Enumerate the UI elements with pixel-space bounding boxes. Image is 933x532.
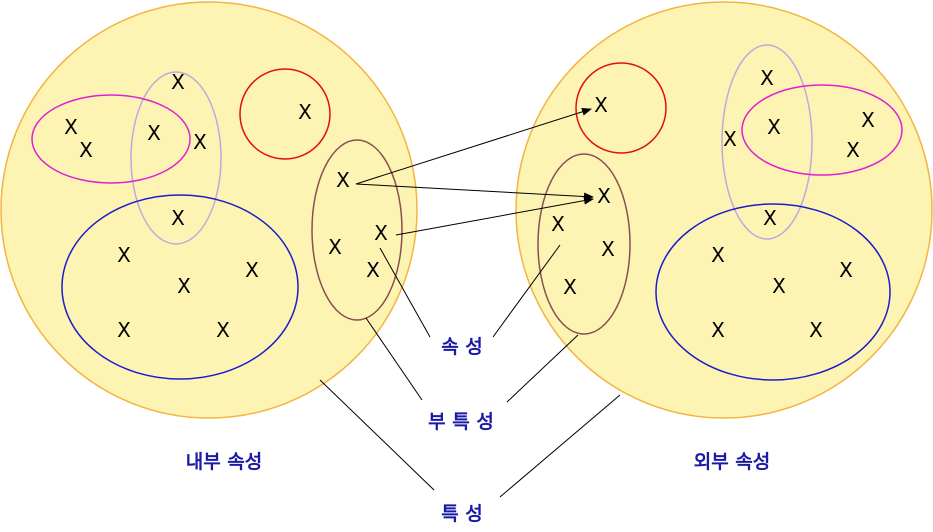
x-marker: X bbox=[336, 168, 350, 192]
arrow-1 bbox=[355, 107, 592, 185]
x-marker: X bbox=[763, 206, 777, 230]
arrow-2 bbox=[355, 183, 594, 201]
right-magenta-group bbox=[741, 84, 903, 176]
leader-attribute-right bbox=[492, 244, 561, 338]
x-marker: X bbox=[861, 108, 875, 132]
label-property: 특 성 bbox=[441, 503, 483, 525]
right-markers: X X X X X X X X X X X X X X X X bbox=[551, 66, 875, 342]
label-internal-attribute: 내부 속성 bbox=[186, 451, 263, 473]
right-blue-group bbox=[655, 203, 891, 381]
x-marker: X bbox=[839, 258, 853, 282]
x-marker: X bbox=[245, 258, 259, 282]
label-sub-property: 부 특 성 bbox=[428, 411, 494, 433]
x-marker: X bbox=[366, 258, 380, 282]
left-lavender-group bbox=[130, 71, 222, 245]
left-blue-group bbox=[61, 194, 299, 380]
x-marker: X bbox=[298, 100, 312, 124]
label-external-attribute: 외부 속성 bbox=[694, 451, 771, 473]
x-marker: X bbox=[117, 243, 131, 267]
x-marker: X bbox=[711, 243, 725, 267]
x-marker: X bbox=[328, 235, 342, 259]
x-marker: X bbox=[767, 115, 781, 139]
leader-attribute-left bbox=[379, 247, 431, 338]
x-marker: X bbox=[117, 318, 131, 342]
leader-property-right bbox=[499, 394, 621, 498]
x-marker: X bbox=[809, 318, 823, 342]
x-marker: X bbox=[216, 318, 230, 342]
arrow-3 bbox=[395, 196, 594, 236]
x-marker: X bbox=[79, 138, 93, 162]
x-marker: X bbox=[563, 275, 577, 299]
right-brown-group bbox=[537, 153, 631, 335]
x-marker: X bbox=[374, 221, 388, 245]
x-marker: X bbox=[171, 70, 185, 94]
x-marker: X bbox=[177, 274, 191, 298]
x-marker: X bbox=[147, 121, 161, 145]
left-markers: X X X X X X X X X X X X X X X X bbox=[64, 70, 388, 342]
x-marker: X bbox=[551, 212, 565, 236]
x-marker: X bbox=[193, 130, 207, 154]
left-brown-group bbox=[311, 139, 403, 321]
leader-subproperty-right bbox=[506, 334, 579, 403]
left-red-group bbox=[239, 68, 331, 160]
x-marker: X bbox=[597, 184, 611, 208]
internal-circle bbox=[0, 1, 418, 419]
x-marker: X bbox=[171, 206, 185, 230]
external-circle bbox=[515, 1, 933, 419]
x-marker: X bbox=[64, 115, 78, 139]
x-marker: X bbox=[772, 274, 786, 298]
leader-property-left bbox=[319, 379, 435, 491]
x-marker: X bbox=[594, 93, 608, 117]
x-marker: X bbox=[846, 138, 860, 162]
leader-subproperty-left bbox=[365, 317, 423, 401]
label-attribute: 속 성 bbox=[441, 336, 483, 358]
right-lavender-group bbox=[721, 44, 813, 240]
left-magenta-group bbox=[31, 94, 191, 184]
right-red-group bbox=[575, 62, 667, 154]
x-marker: X bbox=[723, 127, 737, 151]
x-marker: X bbox=[601, 237, 615, 261]
x-marker: X bbox=[711, 318, 725, 342]
x-marker: X bbox=[760, 66, 774, 90]
